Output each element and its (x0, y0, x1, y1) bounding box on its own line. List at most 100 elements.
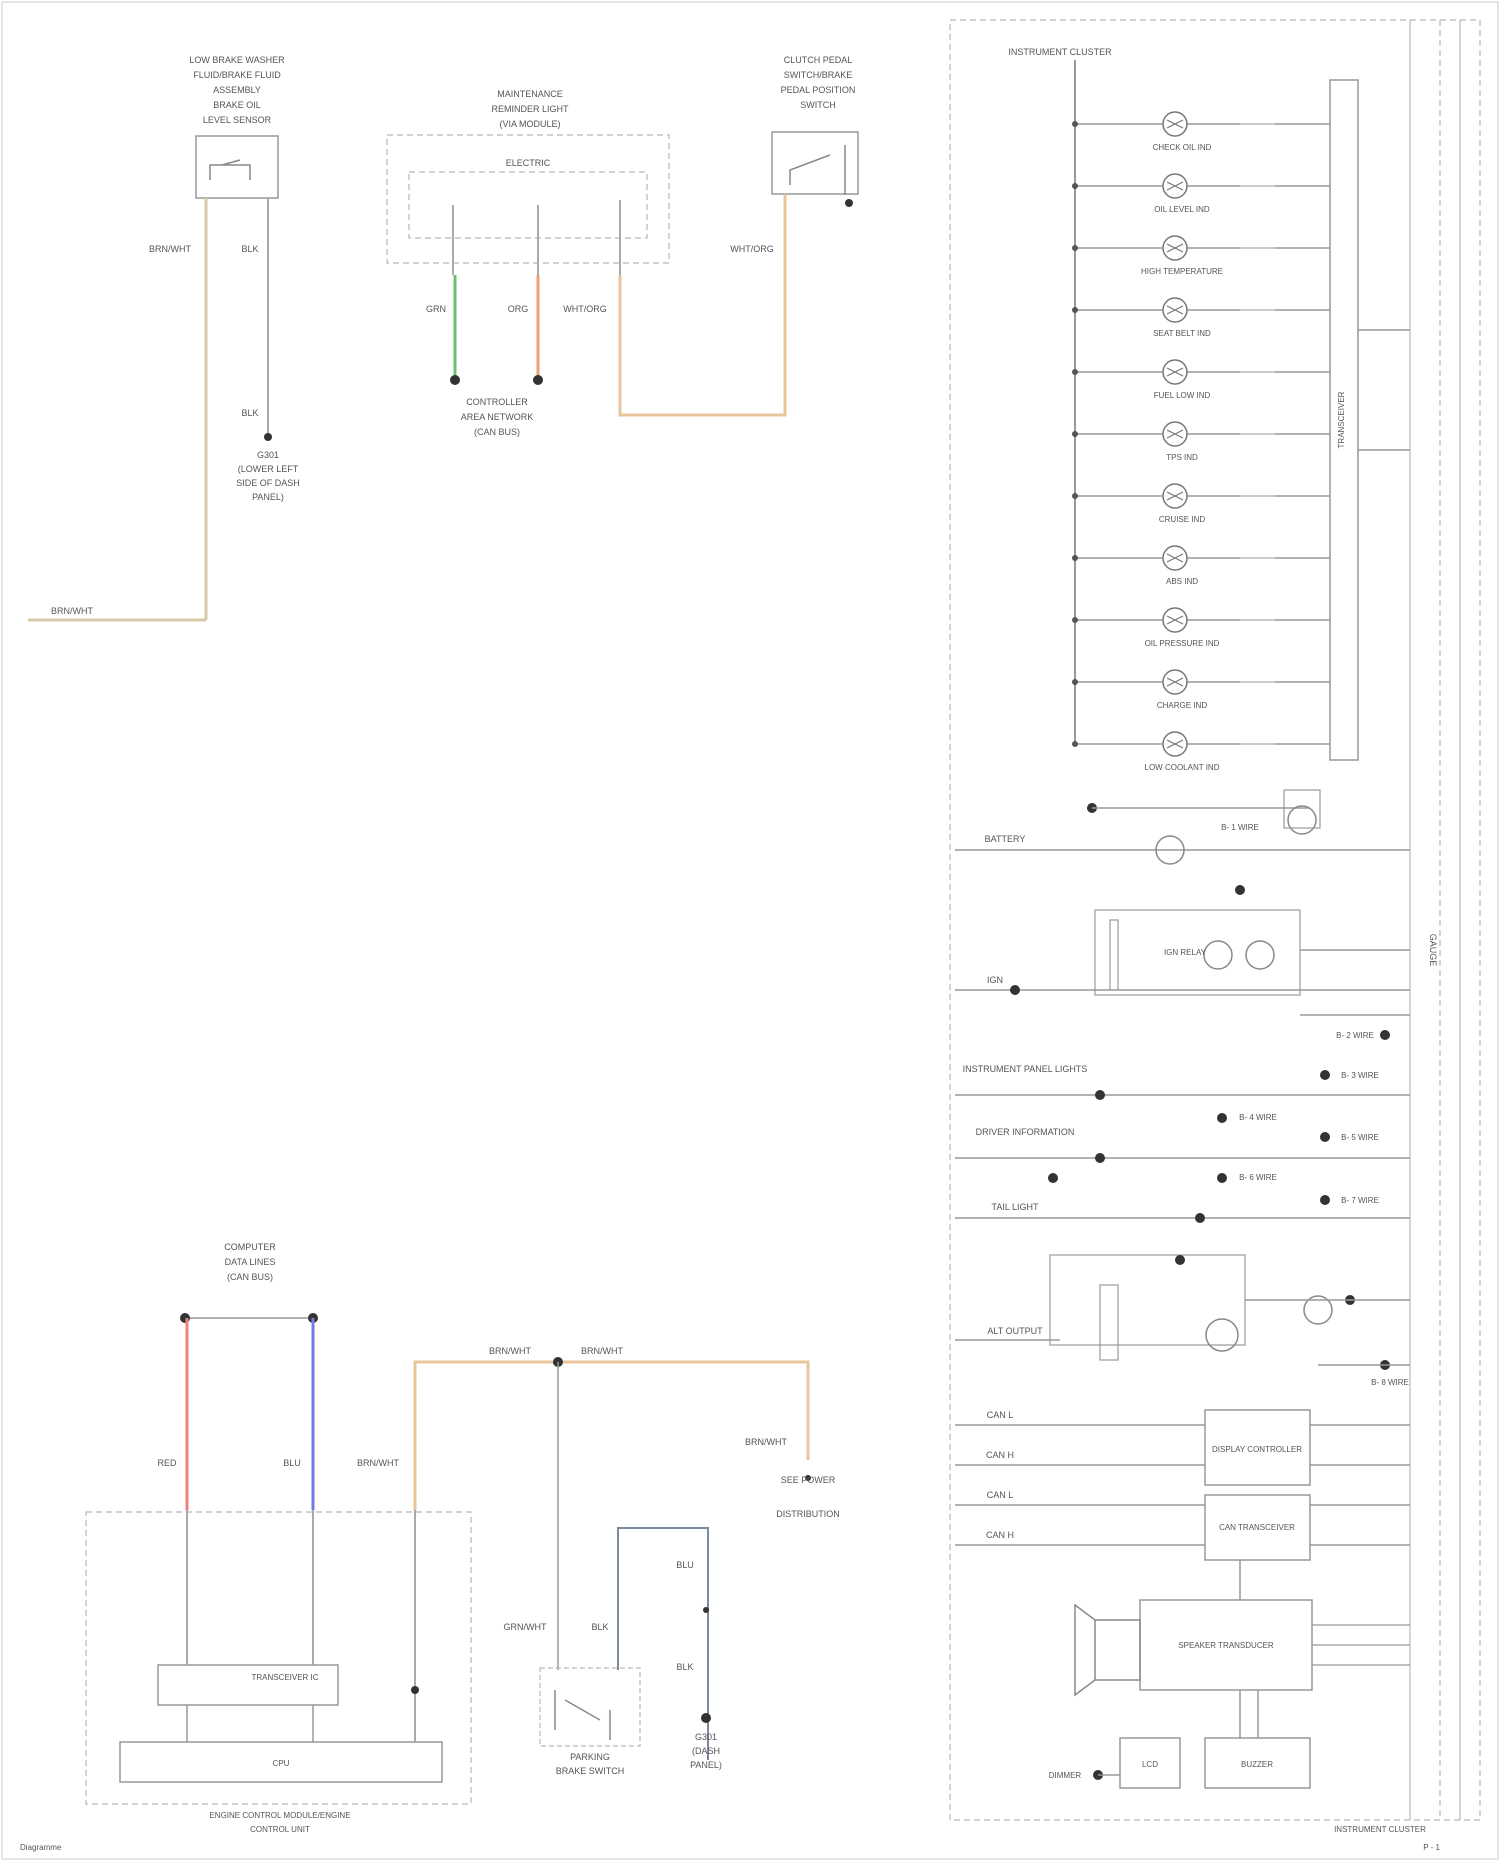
splice-dot-icon (1195, 1213, 1205, 1223)
input-can-l-1: CAN L (987, 1410, 1014, 1420)
relay-coil-icon (1206, 1319, 1238, 1351)
can-bus-label-1: AREA NETWORK (461, 412, 534, 422)
splice-dot-icon (1072, 183, 1078, 189)
maint-wire-left: GRN (426, 304, 446, 314)
cluster-vertical-label: GAUGE (1428, 934, 1438, 967)
relay-label: IGN RELAY (1164, 948, 1207, 957)
input-ip-lights: INSTRUMENT PANEL LIGHTS (963, 1064, 1088, 1074)
maint-inner-label: ELECTRIC (506, 158, 551, 168)
block-lcd: LCD (1142, 1760, 1158, 1769)
pb-wire-c: BLK (676, 1662, 693, 1672)
watermark: Diagramme (20, 1843, 62, 1852)
lamp-label: OIL LEVEL IND (1154, 205, 1210, 214)
splice-dot-icon (1217, 1173, 1227, 1183)
maint-wire-right: WHT/ORG (563, 304, 607, 314)
small-label-7: B- 7 WIRE (1341, 1196, 1379, 1205)
input-ign: IGN (987, 975, 1003, 985)
brake-fluid-label-1: FLUID/BRAKE FLUID (193, 70, 281, 80)
page-ref: P - 1 (1423, 1843, 1440, 1852)
can-lines-label-1: DATA LINES (225, 1257, 276, 1267)
small-label-3: B- 3 WIRE (1341, 1071, 1379, 1080)
block-buzzer: BUZZER (1241, 1760, 1273, 1769)
pb-ground-1: (DASH (692, 1746, 720, 1756)
splice-dot-icon (1095, 1090, 1105, 1100)
splice-dot-icon (845, 199, 853, 207)
lamp-label: FUEL LOW IND (1154, 391, 1211, 400)
brake-fluid-sensor-box (196, 136, 278, 198)
relay-coil-icon (1246, 941, 1274, 969)
brake-fluid-label-3: BRAKE OIL (213, 100, 261, 110)
maint-wire-mid: ORG (508, 304, 529, 314)
parking-brake-group: BRN/WHT BRN/WHT BRN/WHT SEE POWER DISTRI… (415, 1346, 840, 1776)
small-label-8: B- 8 WIRE (1371, 1378, 1409, 1387)
splice-dot-icon (1072, 617, 1078, 623)
lamp-label: OIL PRESSURE IND (1145, 639, 1220, 648)
splice-dot-icon (1175, 1255, 1185, 1265)
ecm-wire-tan: BRN/WHT (357, 1458, 399, 1468)
clutch-label-2: PEDAL POSITION (781, 85, 856, 95)
splice-dot-icon (1235, 885, 1245, 895)
splice-dot-icon (1320, 1070, 1330, 1080)
maint-label-1: REMINDER LIGHT (491, 104, 569, 114)
splice-dot-icon (1072, 493, 1078, 499)
switch-icon (555, 1690, 610, 1740)
maint-inner-box (409, 172, 647, 238)
g301-label-0: G301 (257, 450, 279, 460)
block-display-controller: DISPLAY CONTROLLER (1212, 1445, 1302, 1454)
maint-label-2: (VIA MODULE) (499, 119, 560, 129)
splice-dot-icon (1072, 245, 1078, 251)
switch-icon (790, 145, 845, 195)
splice-dot-icon (1010, 985, 1020, 995)
block-speaker-transducer: SPEAKER TRANSDUCER (1178, 1641, 1274, 1650)
ecm-group: COMPUTER DATA LINES (CAN BUS) RED BLU BR… (86, 1242, 471, 1834)
small-label-4: B- 4 WIRE (1239, 1113, 1277, 1122)
splice-dot-icon (450, 375, 460, 385)
ecm-wire-red: RED (157, 1458, 177, 1468)
splice-dot-icon (1320, 1132, 1330, 1142)
splice-dot-icon (1095, 1153, 1105, 1163)
lamp-label: HIGH TEMPERATURE (1141, 267, 1223, 276)
lamp-label: CHARGE IND (1157, 701, 1207, 710)
clutch-label-1: SWITCH/BRAKE (784, 70, 853, 80)
input-tail-light: TAIL LIGHT (991, 1202, 1039, 1212)
maint-label-0: MAINTENANCE (497, 89, 563, 99)
lamp-label: ABS IND (1166, 577, 1198, 586)
lamp-label: TPS IND (1166, 453, 1198, 462)
input-driver-info: DRIVER INFORMATION (976, 1127, 1075, 1137)
lamp-label: SEAT BELT IND (1153, 329, 1211, 338)
can-bus-label-2: (CAN BUS) (474, 427, 520, 437)
splice-dot-icon (1072, 431, 1078, 437)
brake-fluid-label-0: LOW BRAKE WASHER (189, 55, 285, 65)
pb-dest-0: SEE POWER (781, 1475, 836, 1485)
instrument-cluster-group: INSTRUMENT CLUSTER GAUGE TRANSCEIVER CHE… (950, 20, 1480, 1834)
clutch-label-3: SWITCH (800, 100, 836, 110)
input-alt-output: ALT OUTPUT (987, 1326, 1043, 1336)
pb-wire-side: BRN/WHT (745, 1437, 787, 1447)
maintenance-reminder-group: MAINTENANCE REMINDER LIGHT (VIA MODULE) … (387, 89, 785, 437)
g301-label-3: PANEL) (252, 492, 284, 502)
can-lines-label-0: COMPUTER (224, 1242, 276, 1252)
splice-dot-icon (1048, 1173, 1058, 1183)
lamp-label: CHECK OIL IND (1153, 143, 1212, 152)
pb-switch-label-1: BRAKE SWITCH (556, 1766, 625, 1776)
input-can-h-2: CAN H (986, 1530, 1014, 1540)
pb-switch-label-0: PARKING (570, 1752, 610, 1762)
brake-wire-a-label: BRN/WHT (149, 244, 191, 254)
pb-wire-top-left: BRN/WHT (489, 1346, 531, 1356)
clutch-wire-label: WHT/ORG (730, 244, 774, 254)
splice-dot-icon (1072, 555, 1078, 561)
can-lines-label-2: (CAN BUS) (227, 1272, 273, 1282)
cluster-lower-group: BATTERY B- 1 WIRE IGN IGN RELAY B- 2 WIR… (955, 790, 1410, 1788)
ecm-footer-1: CONTROL UNIT (250, 1825, 310, 1834)
g301-label-1: (LOWER LEFT (238, 464, 299, 474)
clutch-switch-group: CLUTCH PEDAL SWITCH/BRAKE PEDAL POSITION… (730, 55, 858, 415)
small-label-5: B- 5 WIRE (1341, 1133, 1379, 1142)
pb-ground-0: G301 (695, 1732, 717, 1742)
speaker-icon (1075, 1605, 1140, 1695)
splice-dot-icon (1072, 679, 1078, 685)
splice-dot-icon (703, 1607, 709, 1613)
pb-dest-1: DISTRIBUTION (776, 1509, 840, 1519)
brake-wire-b-label: BLK (241, 244, 258, 254)
cluster-footer: INSTRUMENT CLUSTER (1334, 1825, 1426, 1834)
maint-outer-box (387, 135, 669, 263)
